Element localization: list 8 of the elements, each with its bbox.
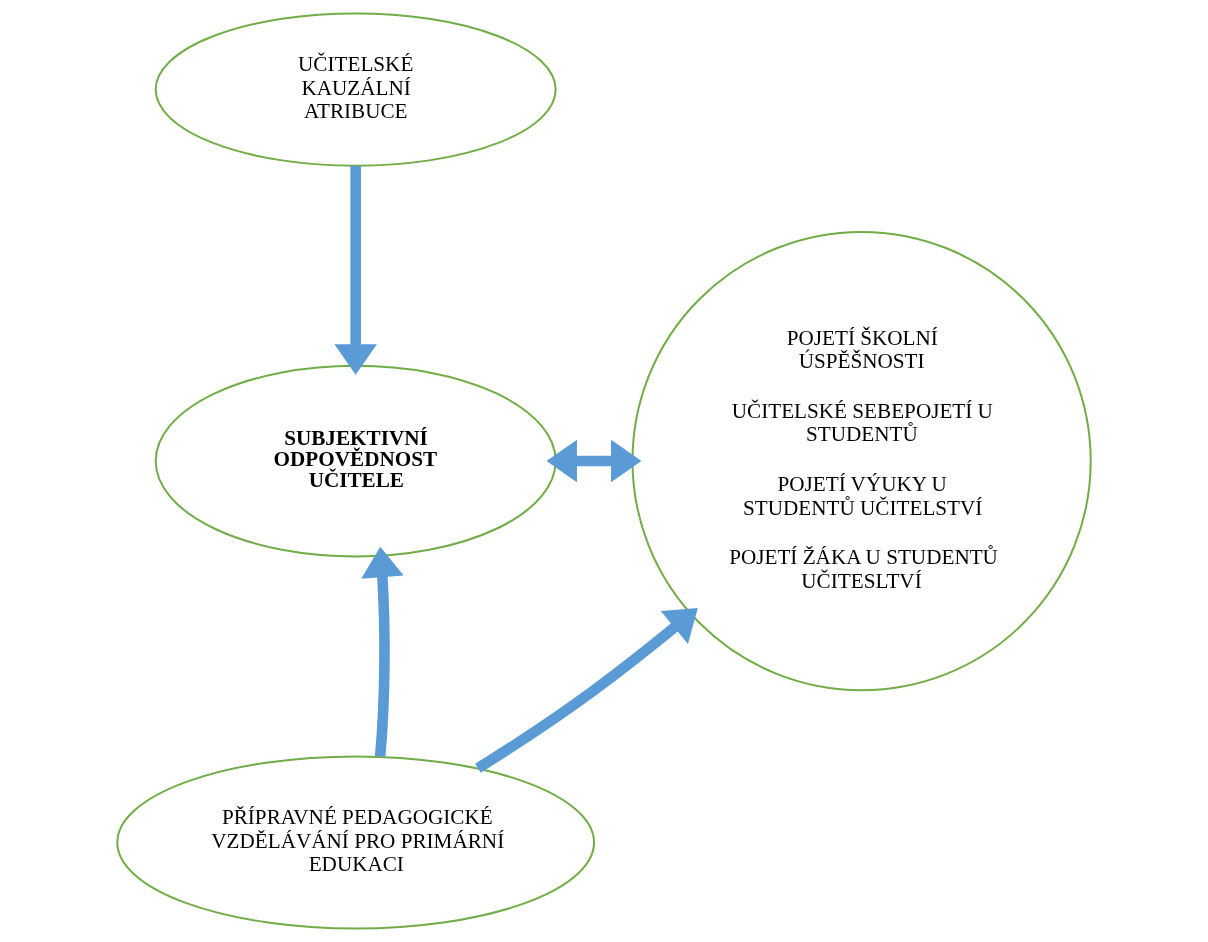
arrow bbox=[546, 439, 642, 483]
node-circle: POJETÍ ŠKOLNÍ ÚSPĚŠNOSTI UČITELSKÉ SEBEPOJETÍ U STUDENTŮ POJETÍ VÝUKY U STUDENTŮ UČITELSTVÍ POJETÍ ŽÁKA U STUDENTŮ UČITESLTVÍ bbox=[631, 230, 1092, 692]
node-ellipse: UČITELSKÉ KAUZÁLNÍ ATRIBUCE bbox=[154, 12, 557, 167]
node-ellipse: PŘÍPRAVNÉ PEDAGOGICKÉ VZDĚLÁVÁNÍ PRO PRIMÁRNÍ EDUKACI bbox=[116, 755, 596, 930]
node-ellipse: SUBJEKTIVNÍ ODPOVĚDNOST UČITELE bbox=[154, 364, 557, 558]
arrow bbox=[334, 166, 377, 375]
arrow bbox=[361, 546, 404, 757]
arrow bbox=[475, 608, 698, 773]
